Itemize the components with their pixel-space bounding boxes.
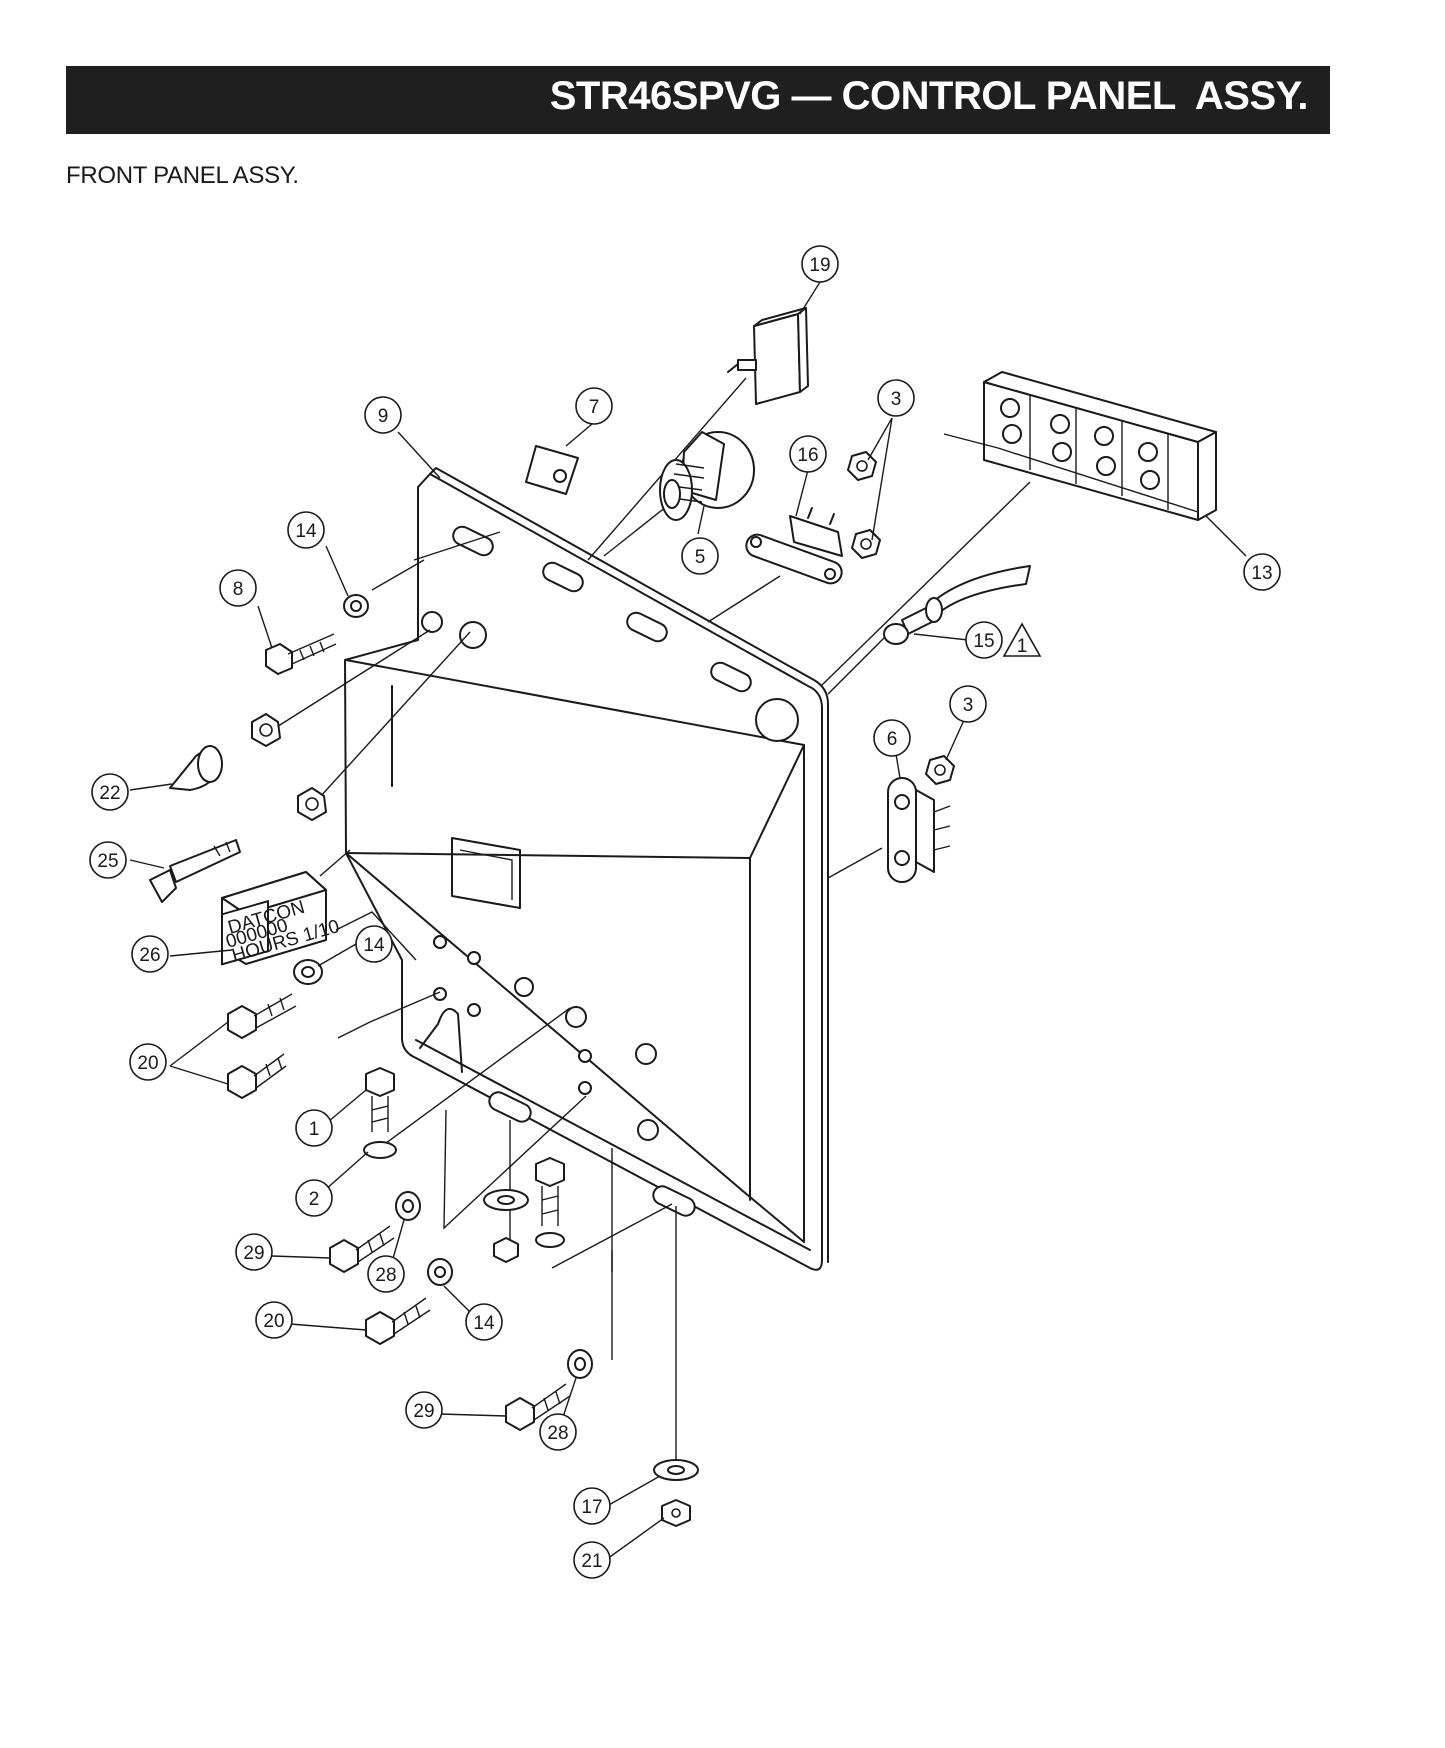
- assembly-leader-lines: [271, 377, 1031, 1462]
- clip-part: [525, 445, 579, 495]
- front-panel: [344, 467, 829, 1271]
- callout-21: 21: [573, 1541, 611, 1579]
- callout-label: 21: [581, 1551, 602, 1572]
- callout-14-mid: 14: [355, 925, 393, 963]
- callout-5: 5: [681, 537, 719, 575]
- revision-triangle: 1: [1002, 622, 1042, 657]
- callout-14: 14: [287, 511, 325, 549]
- callout-label: 2: [309, 1189, 320, 1210]
- callout-15: 15: [965, 621, 1003, 659]
- callout-17: 17: [573, 1487, 611, 1525]
- callout-label: 9: [378, 406, 389, 427]
- callout-13: 13: [1243, 553, 1281, 591]
- callout-label: 28: [375, 1265, 396, 1286]
- callout-3: 3: [877, 379, 915, 417]
- callout-25: 25: [89, 841, 127, 879]
- callout-label: 20: [137, 1053, 158, 1074]
- section-subtitle: FRONT PANEL ASSY.: [66, 162, 299, 189]
- callout-7: 7: [575, 387, 613, 425]
- hex-nut-parts-top: [847, 451, 881, 559]
- callout-label: 8: [233, 579, 244, 600]
- callout-label: 15: [973, 631, 994, 652]
- callout-label: 14: [473, 1313, 495, 1334]
- callout-28: 28: [367, 1255, 405, 1293]
- callout-label: 7: [589, 397, 600, 418]
- callout-label: 1: [309, 1119, 320, 1140]
- title-bar: STR46SPVG — CONTROL PANEL ASSY.: [66, 66, 1330, 134]
- terminal-block-part: [943, 371, 1217, 521]
- page-title: STR46SPVG — CONTROL PANEL ASSY.: [549, 74, 1309, 118]
- callout-26: 26: [131, 935, 169, 973]
- callout-6: 6: [873, 719, 911, 757]
- revision-label: 1: [1017, 636, 1028, 657]
- callout-label: 29: [243, 1243, 264, 1264]
- callout-label: 19: [809, 255, 830, 276]
- wire-plug-part: [883, 565, 1031, 645]
- callout-29: 29: [235, 1233, 273, 1271]
- callout-19: 19: [801, 245, 839, 283]
- callout-28-lower: 28: [539, 1413, 577, 1451]
- toggle-switch-part: [727, 307, 809, 405]
- callout-1: 1: [295, 1109, 333, 1147]
- callout-label: 13: [1251, 563, 1272, 584]
- callout-label: 14: [363, 935, 385, 956]
- callout-9: 9: [364, 396, 402, 434]
- callout-label: 16: [797, 445, 818, 466]
- hourmeter-part: [221, 871, 327, 966]
- callout-label: 29: [413, 1401, 434, 1422]
- callout-label: 28: [547, 1423, 568, 1444]
- callout-20-lower: 20: [255, 1301, 293, 1339]
- callout-2: 2: [295, 1179, 333, 1217]
- breaker-right-part: [887, 755, 955, 883]
- callout-label: 3: [963, 695, 974, 716]
- callout-8: 8: [219, 569, 257, 607]
- callout-label: 17: [581, 1497, 602, 1518]
- circuit-breaker-part: [745, 507, 843, 585]
- callout-20: 20: [129, 1043, 167, 1081]
- callout-3-right: 3: [949, 685, 987, 723]
- connector-knob-part: [659, 431, 755, 521]
- callout-label: 5: [695, 547, 706, 568]
- callout-label: 20: [263, 1311, 284, 1332]
- callout-22: 22: [91, 773, 129, 811]
- callout-29-lower: 29: [405, 1391, 443, 1429]
- callout-label: 6: [887, 729, 898, 750]
- callout-16: 16: [789, 435, 827, 473]
- left-hardware-parts: [149, 594, 699, 1527]
- callout-label: 22: [99, 783, 120, 804]
- callout-label: 14: [295, 521, 317, 542]
- callout-14-lower: 14: [465, 1303, 503, 1341]
- callout-label: 3: [891, 389, 902, 410]
- callout-label: 26: [139, 945, 160, 966]
- callout-label: 25: [97, 851, 118, 872]
